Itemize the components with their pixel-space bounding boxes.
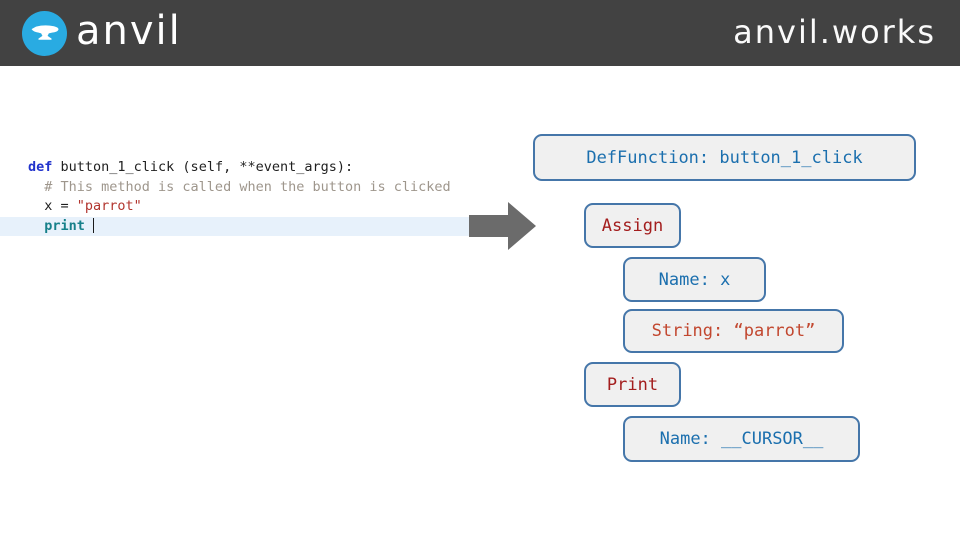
text-cursor	[92, 217, 95, 233]
tree-node-assign: Assign	[584, 203, 681, 248]
tree-node-label: Name: x	[658, 269, 731, 290]
code-line-active: print	[0, 216, 470, 236]
code-line-assign: x = "parrot"	[0, 197, 470, 217]
tree-node-label: Name: __CURSOR__	[659, 429, 824, 449]
header-bar: anvil anvil.works	[0, 0, 960, 66]
tree-node-label: Print	[606, 374, 659, 395]
comment-text: # This method is called when the button …	[28, 178, 451, 195]
tree-node-deffunction: DefFunction: button_1_click	[533, 134, 916, 181]
anvil-icon-glyph	[31, 25, 59, 40]
indent	[28, 218, 44, 234]
right-arrow-icon	[469, 202, 536, 250]
tree-node-label: DefFunction: button_1_click	[586, 147, 863, 168]
tree-node-string-parrot: String: “parrot”	[623, 309, 844, 353]
code-editor: def button_1_click (self, **event_args):…	[0, 158, 470, 236]
code-line-comment: # This method is called when the button …	[0, 178, 470, 198]
anvil-icon	[22, 10, 67, 56]
keyword-print: print	[44, 217, 85, 234]
site-wordmark: anvil.works	[733, 13, 936, 51]
keyword-def: def	[28, 159, 53, 175]
tree-node-name-cursor: Name: __CURSOR__	[623, 416, 860, 462]
tree-node-name-x: Name: x	[623, 257, 766, 302]
tree-node-label: String: “parrot”	[651, 321, 816, 341]
function-signature: button_1_click (self, **event_args):	[52, 159, 354, 175]
string-literal: "parrot"	[76, 198, 142, 214]
tree-node-print: Print	[584, 362, 681, 407]
assign-target: x =	[28, 198, 77, 214]
brand-wordmark: anvil	[76, 8, 182, 54]
anvil-logo: anvil	[22, 8, 182, 56]
tree-node-label: Assign	[601, 215, 664, 236]
code-line-def: def button_1_click (self, **event_args):	[0, 158, 470, 178]
